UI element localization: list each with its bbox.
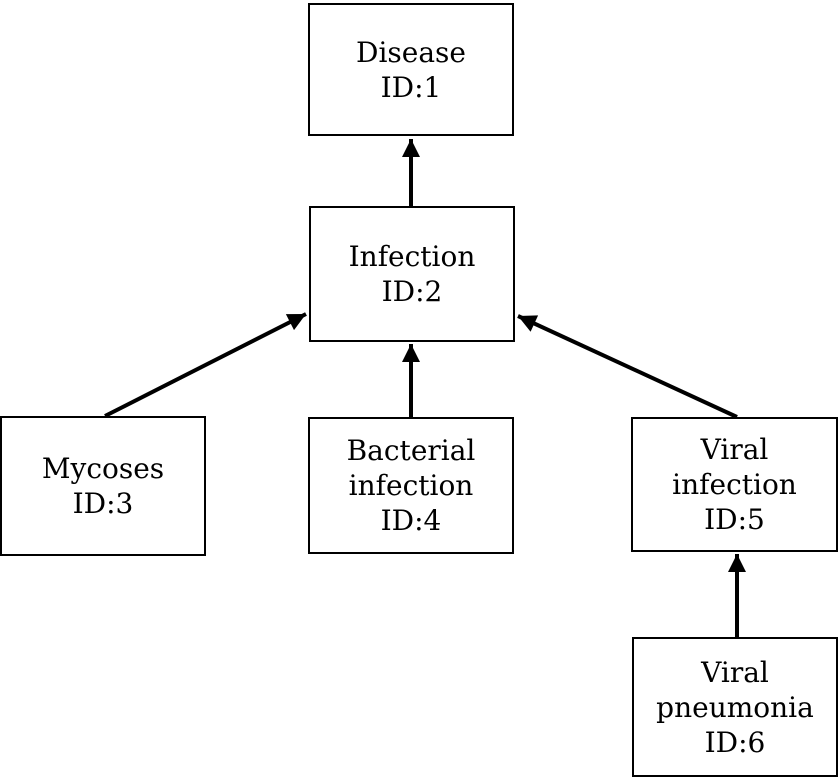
node-mycoses-id: ID:3 [72,487,134,520]
node-viral-infection-label-2: infection [672,468,797,501]
edge-mycoses-to-infection [104,312,307,418]
node-bacterial-infection-label-2: infection [348,469,474,502]
node-viral-pneumonia-label-1: Viral [701,655,769,689]
node-bacterial-infection-label-1: Bacterial [346,434,476,467]
node-infection-id: ID:2 [381,275,443,308]
edge-viral-infection-to-infection [517,314,738,419]
node-mycoses: Mycoses ID:3 [0,416,206,556]
node-disease-id: ID:1 [380,70,442,104]
node-bacterial-infection: Bacterial infection ID:4 [308,417,514,554]
node-viral-infection: Viral infection ID:5 [631,417,838,552]
node-infection: Infection ID:2 [309,206,515,342]
node-viral-pneumonia-label-2: pneumonia [656,690,814,724]
node-bacterial-infection-id: ID:4 [380,504,442,537]
node-viral-pneumonia-id: ID:6 [704,725,766,759]
node-viral-infection-id: ID:5 [704,503,765,536]
node-disease-label: Disease [356,35,466,69]
node-infection-label: Infection [348,240,476,273]
node-viral-pneumonia: Viral pneumonia ID:6 [632,637,838,777]
node-mycoses-label: Mycoses [41,452,165,485]
node-disease: Disease ID:1 [308,3,514,136]
node-viral-infection-label-1: Viral [700,433,769,466]
